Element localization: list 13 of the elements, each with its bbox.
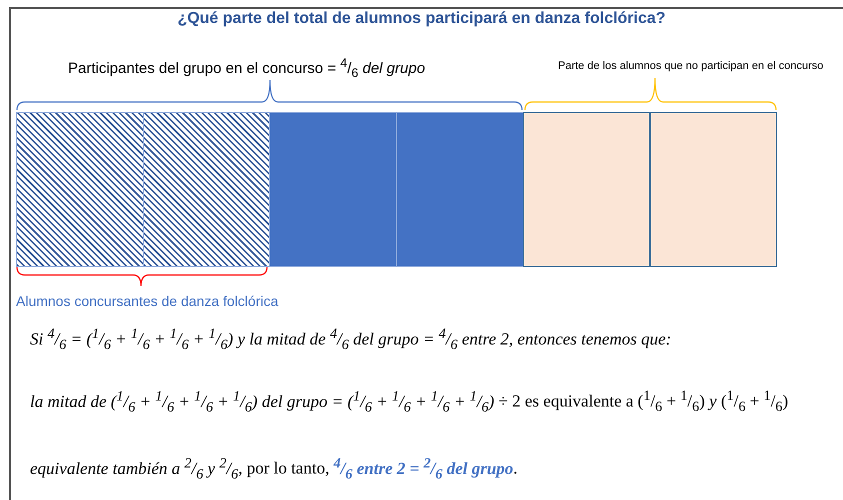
bar-segment (650, 112, 778, 267)
bar-segment (16, 112, 144, 267)
bracket-label: Alumnos concursantes de danza folclórica (16, 293, 278, 309)
bar-segment (396, 112, 524, 267)
bar-segment (269, 112, 398, 267)
bracket-label: Participantes del grupo en el concurso = $^{4}$/$_{6}$ del grupo (68, 56, 426, 80)
equation-line: la mitad de ($^{1}$/$_{6}$ + $^{1}$/$_{6}$ + $^{1}$/$_{6}$ + $^{1}$/$_{6}$) del grupo = ($^{1}$/$_{6}$ + $^{1}$/$_{6}$ + $^{1}$/$_{6}$ + $^{1}$/$_{6}$) ÷ 2 es equivalente a ($^{1}$/$_{6}$ + $^{1}$/$_{6}$) y ($^{1}$/$_{6}$ + $^{1}$/$_{6}$) (30, 388, 788, 416)
equation-line: equivalente también a $^{2}$/$_{6}$ y $^{2}$/$_{6}$, por lo tanto, $^{4}$/$_{6}$ entre 2 = $^{2}$/$_{6}$ del grupo. (30, 455, 518, 484)
bar-segment (522, 112, 650, 267)
title: ¿Qué parte del total de alumnos participará en danza folclórica? (176, 10, 667, 28)
equation-line: Si $^{4}$/$_{6}$ = ($^{1}$/$_{6}$ + $^{1}$/$_{6}$ + $^{1}$/$_{6}$ + $^{1}$/$_{6}$) y la mitad de $^{4}$/$_{6}$ del grupo = $^{4}$/$_{6}$ entre 2, entonces tenemos que: (30, 326, 672, 354)
bar-segment (142, 112, 270, 267)
bracket-label: Parte de los alumnos que no participan en el concurso (558, 60, 824, 72)
